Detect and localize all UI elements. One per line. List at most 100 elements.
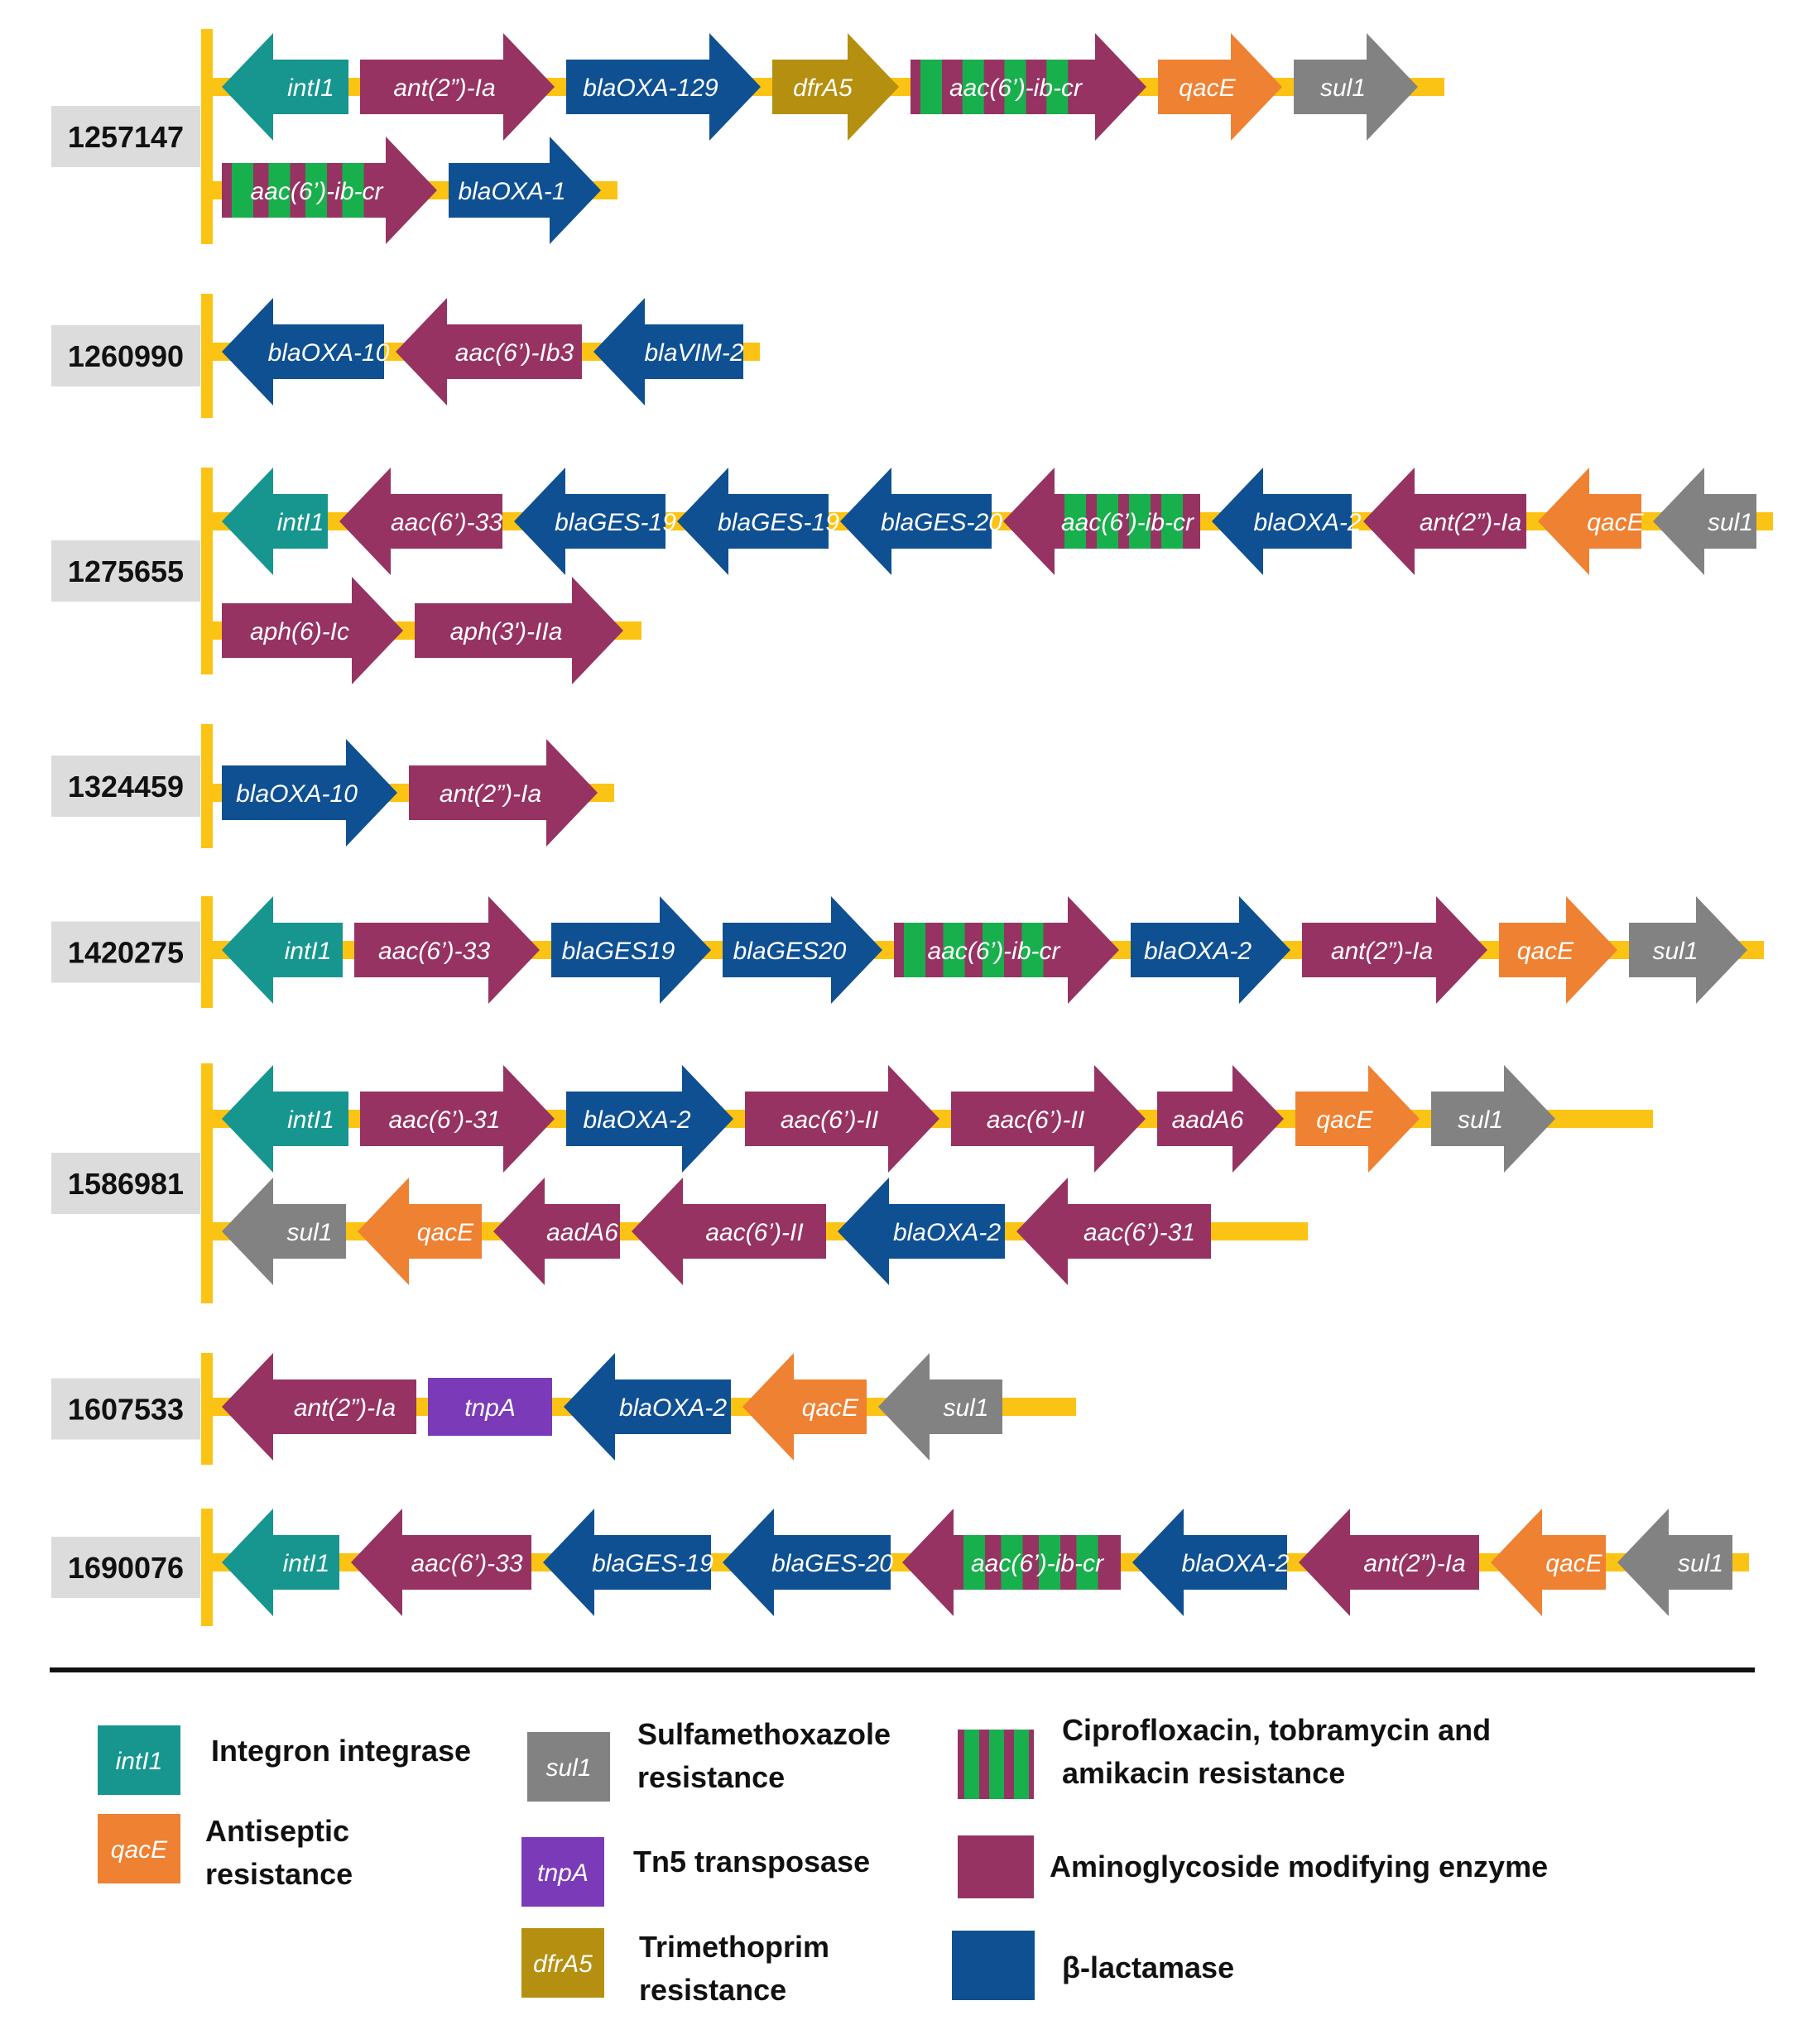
resistance-stripe (305, 163, 327, 218)
gene-blavim-2: blaVIM-2 (593, 298, 744, 405)
gene-label: intI1 (283, 1550, 330, 1577)
gene-label: blaGES20 (733, 938, 847, 965)
gene-arrow-shape (593, 298, 743, 405)
gene-label: aac(6’)-II (705, 1219, 803, 1246)
gene-aac-6-33: aac(6’)-33 (354, 896, 540, 1004)
gene-ant-2-ia: ant(2”)-Ia (409, 739, 598, 847)
gene-blaoxa-2: blaOXA-2 (838, 1178, 1005, 1285)
gene-label: intI1 (287, 1106, 334, 1134)
legend-swatch (952, 1931, 1035, 2000)
gene-aac-6-31: aac(6’)-31 (360, 1065, 555, 1173)
gene-label: dfrA5 (793, 74, 853, 102)
gene-label: sul1 (286, 1219, 332, 1246)
legend-stripe (964, 1730, 979, 1799)
resistance-stripe (1097, 494, 1118, 549)
gene-sul1: sul1 (878, 1353, 1002, 1461)
gene-aac-6-ii: aac(6’)-II (951, 1065, 1146, 1173)
gene-aac-6-ib3: aac(6’)-Ib3 (396, 298, 582, 405)
integron-boundary (201, 468, 213, 674)
gene-label: blaOXA-1 (458, 178, 565, 205)
isolate-id: 1420275 (68, 936, 184, 970)
gene-label: blaOXA-10 (268, 339, 390, 367)
gene-label: blaOXA-2 (619, 1394, 727, 1422)
gene-arrow-shape (1158, 33, 1282, 141)
gene-label: qacE (802, 1394, 859, 1422)
gene-label: blaOXA-10 (236, 780, 358, 808)
gene-label: blaOXA-2 (1144, 938, 1252, 965)
resistance-stripe (1076, 1535, 1098, 1590)
gene-arrow-shape (742, 1353, 867, 1461)
gene-aada6: aadA6 (493, 1178, 620, 1285)
gene-blaoxa-10: blaOXA-10 (222, 739, 397, 847)
gene-label: aadA6 (1172, 1106, 1244, 1134)
isolate-id: 1586981 (68, 1167, 184, 1201)
gene-arrow-shape (222, 1065, 348, 1173)
legend-text: β-lactamase (1062, 1950, 1234, 1984)
legend-text: Antiseptic (205, 1814, 349, 1848)
gene-label: aac(6’)-33 (378, 938, 490, 965)
gene-label: aac(6’)-33 (391, 509, 502, 536)
gene-arrow-shape (1491, 1509, 1606, 1616)
gene-qace: qacE (1158, 33, 1282, 141)
gene-label: blaGES-19 (592, 1550, 714, 1577)
gene-arrow-shape (360, 1065, 555, 1173)
gene-arrow-shape (1295, 1065, 1420, 1173)
gene-arrow-shape (222, 468, 328, 575)
gene-arrow-shape (1016, 1178, 1211, 1285)
gene-inti1: intI1 (222, 1509, 339, 1616)
gene-label: blaOXA-2 (1253, 509, 1361, 536)
gene-sul1: sul1 (1653, 468, 1756, 575)
gene-label: intI1 (285, 938, 332, 965)
legend-stripe (1014, 1730, 1029, 1799)
gene-label: ant(2”)-Ia (440, 780, 541, 808)
gene-ant-2-ia: ant(2”)-Ia (222, 1353, 416, 1461)
gene-arrow-shape (564, 1353, 731, 1461)
resistance-stripe (920, 60, 942, 114)
gene-arrow-shape (1212, 468, 1352, 575)
gene-arrow-shape (677, 468, 829, 575)
gene-label: blaGES-20 (771, 1550, 893, 1577)
gene-blages-19: blaGES-19 (543, 1509, 714, 1616)
gene-qace: qacE (1499, 896, 1617, 1004)
gene-aac-6-33: aac(6’)-33 (339, 468, 502, 575)
gene-inti1: intI1 (222, 468, 328, 575)
resistance-stripe (1161, 494, 1183, 549)
gene-arrow-shape (222, 896, 343, 1004)
resistance-stripe (268, 163, 291, 218)
gene-arrow-shape (222, 1178, 346, 1285)
gene-label: qacE (1517, 938, 1574, 965)
gene-label: ant(2”)-Ia (1331, 938, 1433, 965)
isolate-label-box (51, 1153, 200, 1214)
gene-arrow-shape (1299, 1509, 1479, 1616)
gene-arrow-shape (409, 739, 598, 847)
gene-label: ant(2”)-Ia (393, 74, 495, 102)
legend-swatch-label: sul1 (545, 1754, 591, 1782)
isolate-id: 1690076 (68, 1551, 184, 1585)
gene-arrow-shape (351, 1509, 531, 1616)
resistance-stripe (232, 163, 253, 218)
gene-sul1: sul1 (1617, 1509, 1732, 1616)
gene-arrow-shape (1363, 468, 1526, 575)
gene-label: qacE (1179, 74, 1236, 102)
gene-blaoxa-2: blaOXA-2 (1131, 896, 1290, 1004)
gene-label: ant(2”)-Ia (1420, 509, 1521, 536)
gene-qace: qacE (1295, 1065, 1420, 1173)
gene-label: qacE (1545, 1550, 1602, 1577)
gene-label: sul1 (943, 1394, 988, 1422)
gene-qace: qacE (742, 1353, 867, 1461)
gene-label: aac(6’)-Ib3 (455, 339, 574, 367)
isolate-id: 1275655 (68, 554, 184, 588)
gene-blaoxa-2: blaOXA-2 (566, 1065, 733, 1173)
gene-label: blaOXA-2 (1181, 1550, 1289, 1577)
resistance-stripe (342, 163, 364, 218)
gene-arrow-shape (772, 33, 899, 141)
gene-label: intI1 (287, 74, 334, 102)
gene-label: qacE (1587, 509, 1644, 536)
legend-item: Aminoglycoside modifying enzyme (958, 1835, 1548, 1898)
